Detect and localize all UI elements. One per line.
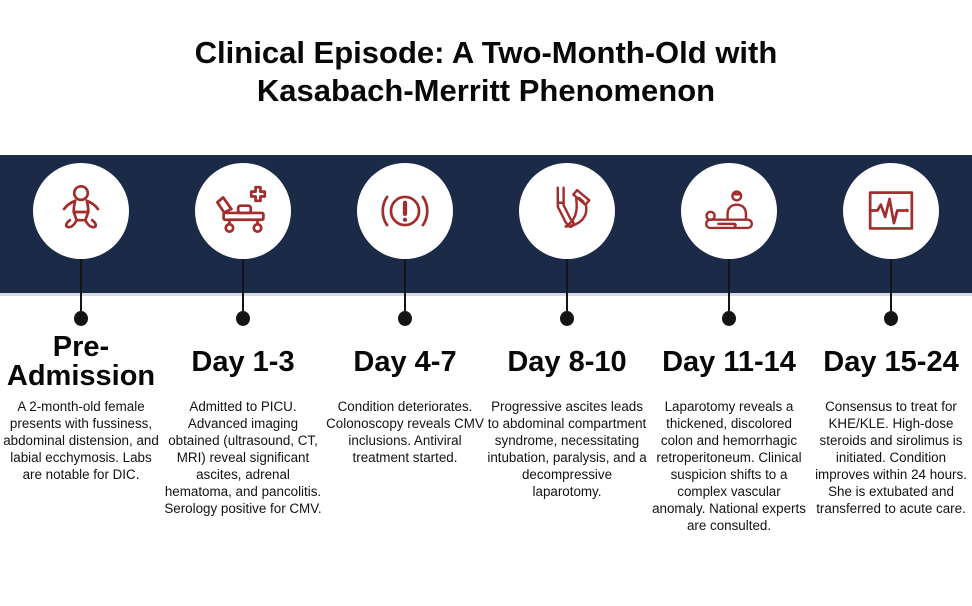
connector-stem bbox=[404, 259, 406, 311]
icon-circle bbox=[519, 163, 615, 259]
connector-stem bbox=[566, 259, 568, 311]
stretcher-icon bbox=[215, 185, 267, 233]
surgery-icon bbox=[705, 190, 753, 230]
stage-label: Day 4-7 bbox=[353, 345, 457, 378]
stage-description: Consensus to treat for KHE/KLE. High-dos… bbox=[815, 399, 967, 516]
icon-circle bbox=[357, 163, 453, 259]
stage-label: Day 11-14 bbox=[662, 345, 796, 378]
timeline-dot bbox=[722, 311, 736, 326]
page-title: Clinical Episode: A Two-Month-Old with K… bbox=[194, 35, 778, 108]
stage-description: Condition deteriorates. Colonoscopy reve… bbox=[326, 399, 484, 465]
timeline-dot bbox=[884, 311, 898, 326]
monitor-icon bbox=[868, 191, 914, 230]
timeline-item: Day 1-3 Admitted to PICU. Advanced imagi… bbox=[162, 163, 324, 534]
stage-label: Day 8-10 bbox=[507, 345, 627, 378]
icon-circle bbox=[195, 163, 291, 259]
stage-label: Day 15-24 bbox=[823, 345, 959, 378]
stage-description: Laparotomy reveals a thickened, discolor… bbox=[652, 399, 806, 533]
timeline-item: Day 11-14 Laparotomy reveals a thickened… bbox=[648, 163, 810, 534]
timeline-item: Day 8-10 Progressive ascites leads to ab… bbox=[486, 163, 648, 534]
stage-label: Day 1-3 bbox=[191, 345, 295, 378]
timeline: Pre-Admission A 2-month-old female prese… bbox=[0, 163, 972, 534]
stage-description: Progressive ascites leads to abdominal c… bbox=[487, 399, 647, 499]
alert-icon bbox=[381, 195, 429, 227]
timeline-item: Day 4-7 Condition deteriorates. Colonosc… bbox=[324, 163, 486, 534]
intubation-icon bbox=[556, 186, 591, 228]
connector-stem bbox=[242, 259, 244, 311]
icon-circle bbox=[843, 163, 939, 259]
timeline-dot bbox=[236, 311, 250, 326]
icon-circle bbox=[33, 163, 129, 259]
baby-icon bbox=[62, 184, 100, 229]
stage-description: Admitted to PICU. Advanced imaging obtai… bbox=[164, 399, 322, 516]
timeline-dot bbox=[398, 311, 412, 326]
timeline-item: Pre-Admission A 2-month-old female prese… bbox=[0, 163, 162, 534]
stage-description: A 2-month-old female presents with fussi… bbox=[3, 399, 159, 482]
timeline-dot bbox=[74, 311, 88, 326]
connector-stem bbox=[890, 259, 892, 311]
icon-circle bbox=[681, 163, 777, 259]
connector-stem bbox=[728, 259, 730, 311]
stage-label: Pre-Admission bbox=[6, 331, 156, 392]
timeline-item: Day 15-24 Consensus to treat for KHE/KLE… bbox=[810, 163, 972, 534]
timeline-dot bbox=[560, 311, 574, 326]
connector-stem bbox=[80, 259, 82, 311]
timeline-band bbox=[0, 155, 972, 293]
